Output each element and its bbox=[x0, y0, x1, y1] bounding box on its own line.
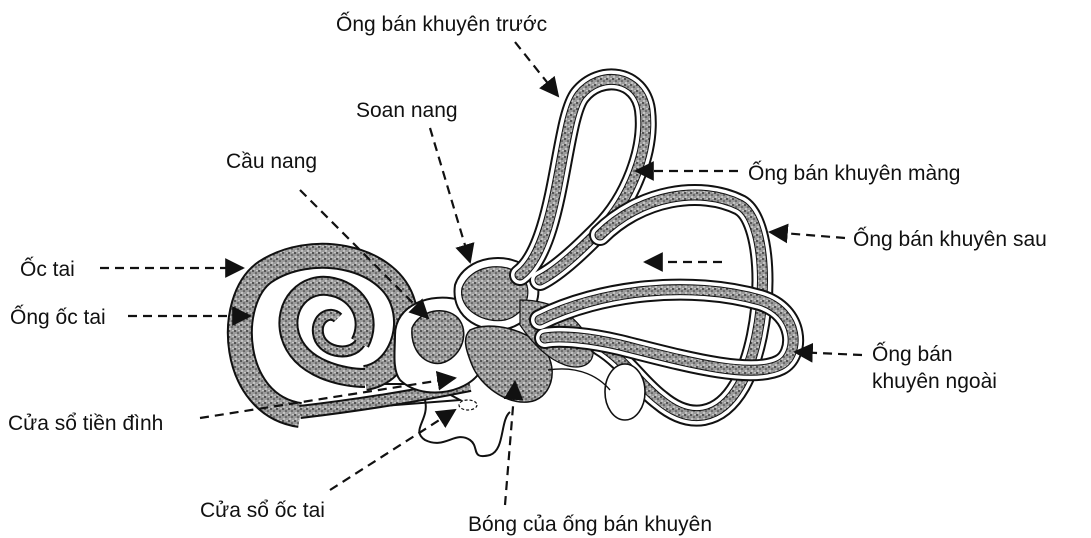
label-anterior-canal: Ống bán khuyên trước bbox=[336, 12, 547, 36]
label-membranous-canal: Ống bán khuyên màng bbox=[748, 161, 960, 185]
label-ampulla: Bóng của ống bán khuyên bbox=[468, 513, 712, 536]
vestibule-illustration bbox=[394, 258, 593, 456]
leader-utricle bbox=[430, 128, 470, 262]
label-cochlear-duct: Ống ốc tai bbox=[10, 305, 106, 329]
leader-round-window bbox=[330, 410, 455, 490]
label-round-window: Cửa sổ ốc tai bbox=[200, 499, 325, 522]
label-lateral-canal-1: Ống bán bbox=[872, 342, 953, 366]
leader-posterior-canal bbox=[770, 232, 845, 238]
semicircular-canals bbox=[520, 79, 793, 420]
label-oval-window: Cửa sổ tiền đình bbox=[8, 412, 163, 435]
label-posterior-canal: Ống bán khuyên sau bbox=[853, 227, 1047, 251]
label-utricle: Soan nang bbox=[356, 99, 458, 122]
label-saccule: Cầu nang bbox=[226, 150, 317, 173]
leader-lateral-canal bbox=[795, 352, 862, 355]
leader-anterior-canal bbox=[515, 42, 558, 96]
label-cochlea: Ốc tai bbox=[20, 257, 75, 281]
label-lateral-canal-2: khuyên ngoài bbox=[872, 370, 997, 393]
